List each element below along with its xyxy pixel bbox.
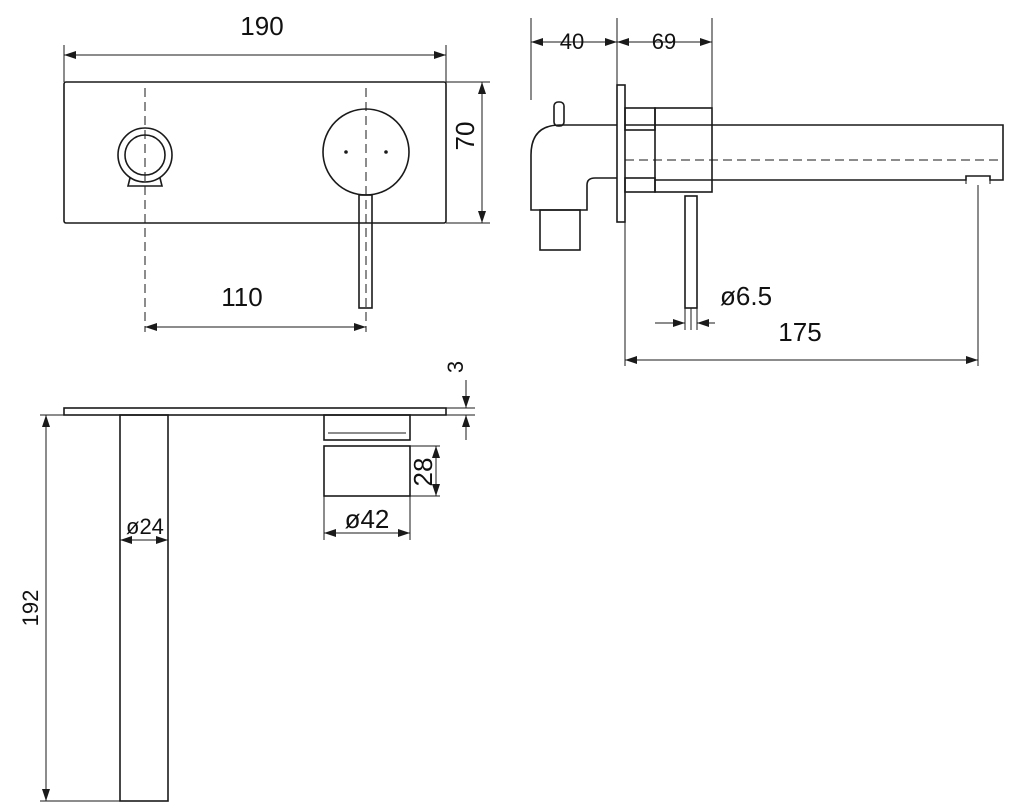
overall-reach-label: 175	[778, 317, 821, 347]
inlet-height-label: 28	[408, 458, 438, 487]
plate-thickness-label: 3	[443, 361, 468, 373]
side-view: 40 69 ø6.5 175	[530, 18, 1004, 366]
side-plate	[616, 84, 626, 223]
top-view: 3 192 ø24 28 ø42	[18, 361, 475, 802]
body-depth-label: 69	[652, 29, 676, 54]
centre-distance-label: 110	[221, 282, 262, 312]
front-view: 190 70 110	[63, 11, 490, 332]
front-plate	[63, 81, 447, 224]
inlet-diameter-label: ø42	[345, 504, 390, 534]
body-length-label: 192	[18, 590, 43, 627]
top-plate	[63, 407, 447, 416]
handle-diameter-label: ø6.5	[720, 281, 772, 311]
spout-diameter-label: ø24	[126, 514, 164, 539]
side-elbow	[530, 124, 617, 211]
outlet-ring	[117, 127, 173, 183]
spout-projection-label: 40	[560, 29, 584, 54]
side-inlet	[539, 209, 581, 251]
side-spout	[625, 124, 1004, 181]
top-mixer-inlet	[323, 445, 411, 497]
top-spout-body	[119, 414, 169, 802]
side-lever	[684, 195, 698, 309]
plate-height-label: 70	[450, 122, 480, 151]
plate-width-label: 190	[240, 11, 283, 41]
top-mixer-collar	[323, 414, 411, 441]
